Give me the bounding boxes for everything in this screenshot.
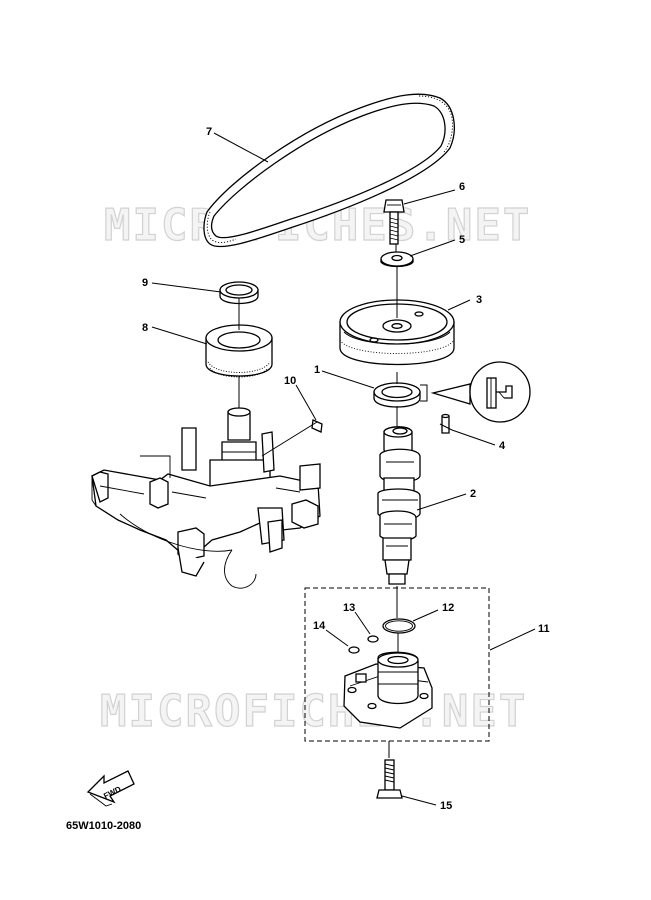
callout-11: 11	[538, 623, 550, 635]
callout-8: 8	[142, 322, 148, 334]
pulley-3	[339, 299, 455, 366]
dowel-pin-4	[441, 413, 450, 434]
callout-5: 5	[459, 234, 465, 246]
woodruff-key-10	[311, 419, 323, 433]
oil-pump-body	[343, 651, 433, 729]
drive-pulley-8	[205, 324, 273, 378]
oil-seal-9	[219, 281, 259, 305]
centerlines	[238, 244, 399, 758]
callout-6: 6	[459, 181, 465, 193]
callout-14: 14	[313, 620, 326, 632]
callout-9: 9	[142, 277, 148, 289]
callout-4: 4	[499, 440, 506, 452]
callout-12: 12	[442, 602, 454, 614]
callout-numbers: 1 2 3 4 5 6 7 8 9 10 11 12 13 14 15	[142, 126, 550, 812]
callout-10: 10	[284, 375, 296, 387]
engine-block	[91, 407, 321, 589]
o-ring-12	[382, 618, 416, 634]
callout-7: 7	[206, 126, 212, 138]
washer-5	[380, 251, 414, 268]
leader-lines	[151, 132, 536, 806]
callout-15: 15	[440, 800, 452, 812]
diagram-code: 65W1010-2080	[66, 820, 141, 832]
callout-13: 13	[343, 602, 355, 614]
o-ring-13	[367, 635, 379, 643]
fwd-arrow-icon: FWD	[86, 770, 135, 807]
oil-seal-1	[373, 382, 421, 408]
o-ring-14	[348, 646, 360, 654]
camshaft-2	[377, 426, 421, 585]
bolt-6	[383, 199, 405, 245]
callout-1: 1	[314, 364, 320, 376]
callout-3: 3	[476, 294, 482, 306]
bolt-15	[376, 759, 403, 799]
watermark-bottom: MICROFICHES.NET	[100, 686, 527, 737]
timing-belt	[203, 93, 455, 248]
callout-2: 2	[470, 488, 476, 500]
seal-detail-inset	[420, 361, 531, 423]
